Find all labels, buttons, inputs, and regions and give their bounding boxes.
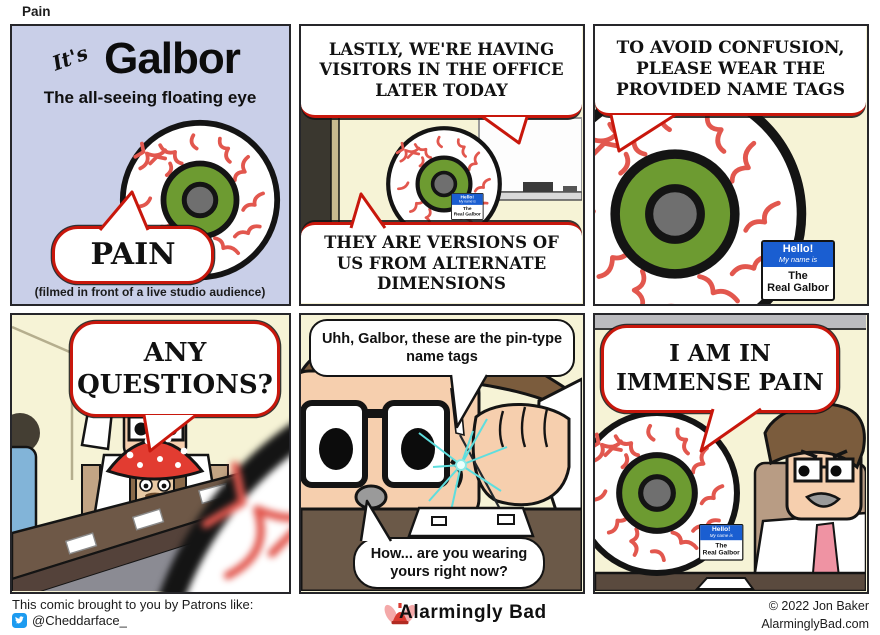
speech-bubble-immense-pain-text: I AM IN IMMENSE PAIN [616, 340, 824, 396]
speech-bubble-immense-pain: I AM IN IMMENSE PAIN [601, 325, 839, 413]
panel-1-title-card: It's Galbor The all-seeing floating eye … [10, 24, 291, 306]
panel1-subtitle: The all-seeing floating eye [43, 88, 257, 107]
name-tag-line1: The [462, 206, 472, 212]
speech-bubble-pin-type: Uhh, Galbor, these are the pin-type name… [309, 319, 575, 377]
name-tag-greeting: Hello! [460, 194, 475, 200]
twitter-icon [12, 613, 27, 628]
panel1-galbor-title: Galbor [104, 34, 241, 83]
patron-handle: @Cheddarface_ [32, 613, 127, 628]
name-tag-name: The Real Galbor [700, 540, 742, 559]
name-tag-name: The Real Galbor [452, 205, 483, 219]
speech-bubble-wearing-yours-text: How... are you wearing yours right now? [370, 545, 528, 580]
name-tag-line2: Real Galbor [702, 549, 740, 557]
alien-coworker-hair [12, 413, 40, 453]
speech-bubble-wearing-yours: How... are you wearing yours right now? [353, 537, 545, 589]
website-text: AlarminglyBad.com [761, 617, 869, 632]
speech-tail [142, 413, 197, 453]
speech-bubble-dimensions-text: THEY ARE VERSIONS OF US FROM ALTERNATE D… [324, 233, 559, 294]
name-tag-greeting: Hello! [782, 243, 814, 255]
speech-tail [449, 374, 489, 429]
mushroom-cap [105, 439, 205, 481]
whiteboard-marker [563, 186, 577, 192]
speech-tail [699, 407, 762, 453]
name-tag-line2: Real Galbor [453, 211, 481, 217]
man-nose [449, 459, 463, 489]
name-tag-greeting: Hello! [712, 525, 731, 533]
name-tag-subtext: My name is [778, 254, 818, 264]
name-tag-paper [64, 532, 98, 555]
speech-bubble-pain: PAIN [52, 226, 214, 284]
name-tag-paper [694, 577, 755, 590]
speech-bubble-pain-text: PAIN [90, 237, 176, 273]
speech-bubble-dimensions: THEY ARE VERSIONS OF US FROM ALTERNATE D… [301, 222, 582, 303]
name-tag-paper [131, 508, 165, 531]
name-tag-header: Hello! My name is [700, 525, 743, 541]
name-tag-subtext: My name is [458, 199, 476, 204]
sparkle [418, 418, 508, 512]
name-tag-subtext: My name is [709, 532, 733, 539]
name-tag-line1: The [788, 269, 808, 282]
page-title: Pain [22, 4, 51, 19]
man-mouth [804, 492, 841, 508]
speech-bubble-pin-type-text: Uhh, Galbor, these are the pin-type name… [321, 330, 563, 365]
speech-bubble-questions-text: ANY QUESTIONS? [77, 337, 273, 401]
panel-5-pin-closeup: Uhh, Galbor, these are the pin-type name… [299, 313, 585, 594]
logo-text: Alarmingly Bad [399, 602, 547, 623]
name-tag-name: The Real Galbor [763, 267, 833, 299]
siren-icon [384, 603, 416, 625]
panel-2-office: Hello! My name is The Real Galbor LASTLY… [299, 24, 585, 306]
speech-tail [98, 190, 150, 231]
speech-tail [349, 192, 387, 229]
copyright-text: © 2022 Jon Baker [768, 599, 869, 613]
patron-text: This comic brought to you by Patrons lik… [12, 597, 254, 612]
panel1-caption: (filmed in front of a live studio audien… [34, 285, 266, 299]
speech-bubble-confusion-text: TO AVOID CONFUSION, PLEASE WEAR THE PROV… [615, 37, 846, 101]
galbor-name-tag: Hello! My name is The Real Galbor [451, 193, 484, 220]
panel-3-name-tags: Hello! My name is The Real Galbor TO AVO… [593, 24, 869, 306]
panel-6-immense-pain: Hello! My name is The Real Galbor I AM I… [593, 313, 869, 594]
name-tag-line1: The [715, 541, 728, 550]
speech-bubble-visitors-text: LASTLY, WE'RE HAVING VISITORS IN THE OFF… [319, 39, 564, 100]
galbor-name-tag: Hello! My name is The Real Galbor [699, 524, 744, 561]
copyright-block: © 2022 Jon Baker AlarminglyBad.com [761, 597, 869, 633]
panel-4-meeting-room: ANY QUESTIONS? [10, 313, 291, 594]
speech-tail [482, 115, 529, 145]
pin-slot [431, 516, 447, 526]
speech-tail [359, 499, 393, 542]
alarmingly-bad-logo: Alarmingly Bad [384, 599, 547, 627]
name-tag-header: Hello! My name is [451, 193, 483, 205]
speech-bubble-visitors: LASTLY, WE'RE HAVING VISITORS IN THE OFF… [301, 26, 582, 118]
speech-bubble-confusion: TO AVOID CONFUSION, PLEASE WEAR THE PROV… [595, 26, 866, 116]
pin-slot [497, 514, 515, 525]
speech-tail [609, 113, 676, 153]
speech-bubble-questions: ANY QUESTIONS? [70, 321, 280, 417]
galbor-name-tag: Hello! My name is The Real Galbor [761, 240, 835, 302]
name-tag-header: Hello! My name is [763, 242, 833, 267]
patron-credit: This comic brought to you by Patrons lik… [12, 597, 253, 628]
whiteboard-eraser [523, 182, 553, 192]
name-tag-line2: Real Galbor [767, 282, 829, 295]
